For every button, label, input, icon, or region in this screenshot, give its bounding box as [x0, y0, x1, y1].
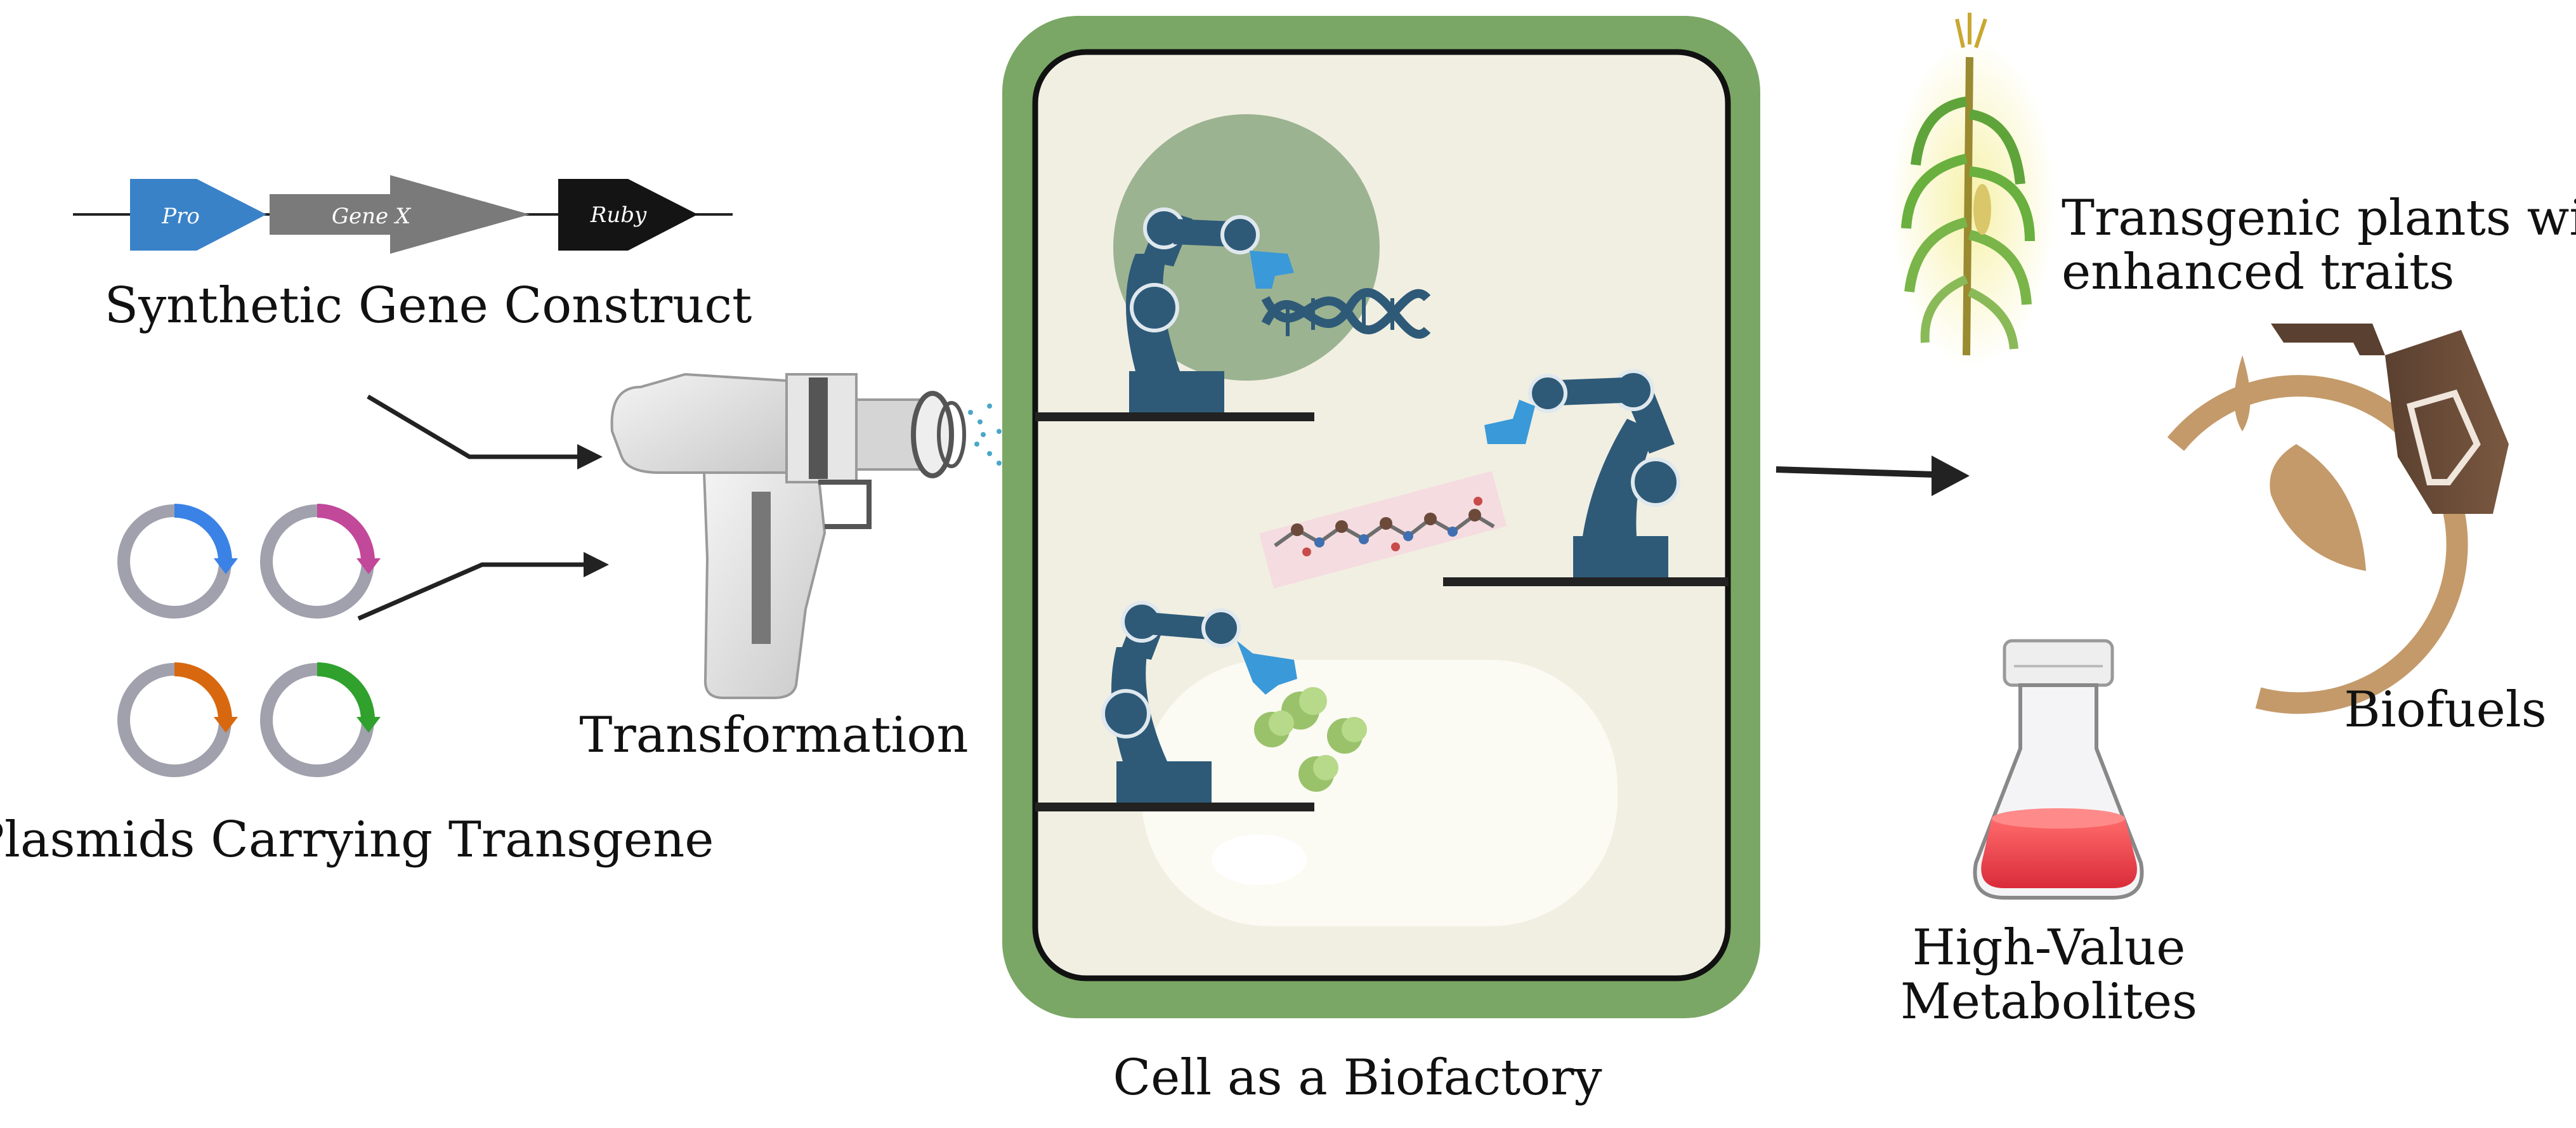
plasmid-green	[260, 662, 381, 777]
biofuel-icon	[2167, 324, 2509, 714]
cell-biofactory: Cell as a Biofactory	[1002, 16, 1760, 1106]
vacuole	[1142, 660, 1618, 926]
ruby-arrow	[558, 179, 698, 251]
robot-arm-top	[1126, 207, 1294, 412]
gene-x-arrow	[270, 175, 530, 254]
shelf-middle	[1443, 577, 1729, 586]
metabolites-label-line2: Metabolites	[1900, 973, 2197, 1030]
shelf-top	[1035, 412, 1314, 421]
dna-icon	[1261, 288, 1431, 339]
plants-label-line1: Transgenic plants with	[2062, 190, 2576, 247]
biofuels-label: Biofuels	[2344, 681, 2546, 738]
arrowhead-1	[577, 444, 603, 469]
molecule-chain-icon	[1259, 471, 1507, 589]
transformation-label: Transformation	[579, 707, 968, 764]
promoter-arrow	[130, 179, 266, 251]
gene-x-label: Gene X	[332, 204, 412, 229]
arrowhead-2	[584, 552, 609, 577]
shelf-bottom	[1035, 803, 1314, 811]
flask-icon	[1973, 639, 2144, 900]
cell-label: Cell as a Biofactory	[1113, 1049, 1602, 1106]
input-arrows	[357, 394, 609, 621]
ruby-label: Ruby	[590, 202, 647, 228]
plasmid-orange	[117, 662, 238, 777]
corn-plant-icon	[1890, 13, 2055, 368]
construct-label: Synthetic Gene Construct	[105, 277, 752, 334]
gene-gun-icon	[610, 372, 966, 699]
plants-label-line2: enhanced traits	[2062, 244, 2454, 301]
gene-construct: Pro Gene X Ruby Synthetic Gene Construct	[73, 175, 752, 334]
metabolites-label-line1: High-Value	[1912, 919, 2186, 976]
plasmid-blue	[117, 504, 238, 619]
plasmid-magenta	[260, 504, 381, 619]
metabolite-clusters-icon	[1254, 687, 1367, 792]
plasmids-label: Plasmids Carrying Transgene	[0, 811, 714, 869]
vesicle	[1212, 834, 1307, 885]
robot-arm-middle	[1484, 369, 1680, 577]
arrow-construct-to-gun	[367, 394, 590, 459]
output-arrow	[1775, 456, 1970, 496]
arrow-plasmids-to-gun	[357, 562, 596, 621]
promoter-label: Pro	[161, 204, 200, 229]
plasmids: Plasmids Carrying Transgene	[0, 504, 714, 869]
robot-arm-bottom	[1101, 601, 1297, 803]
